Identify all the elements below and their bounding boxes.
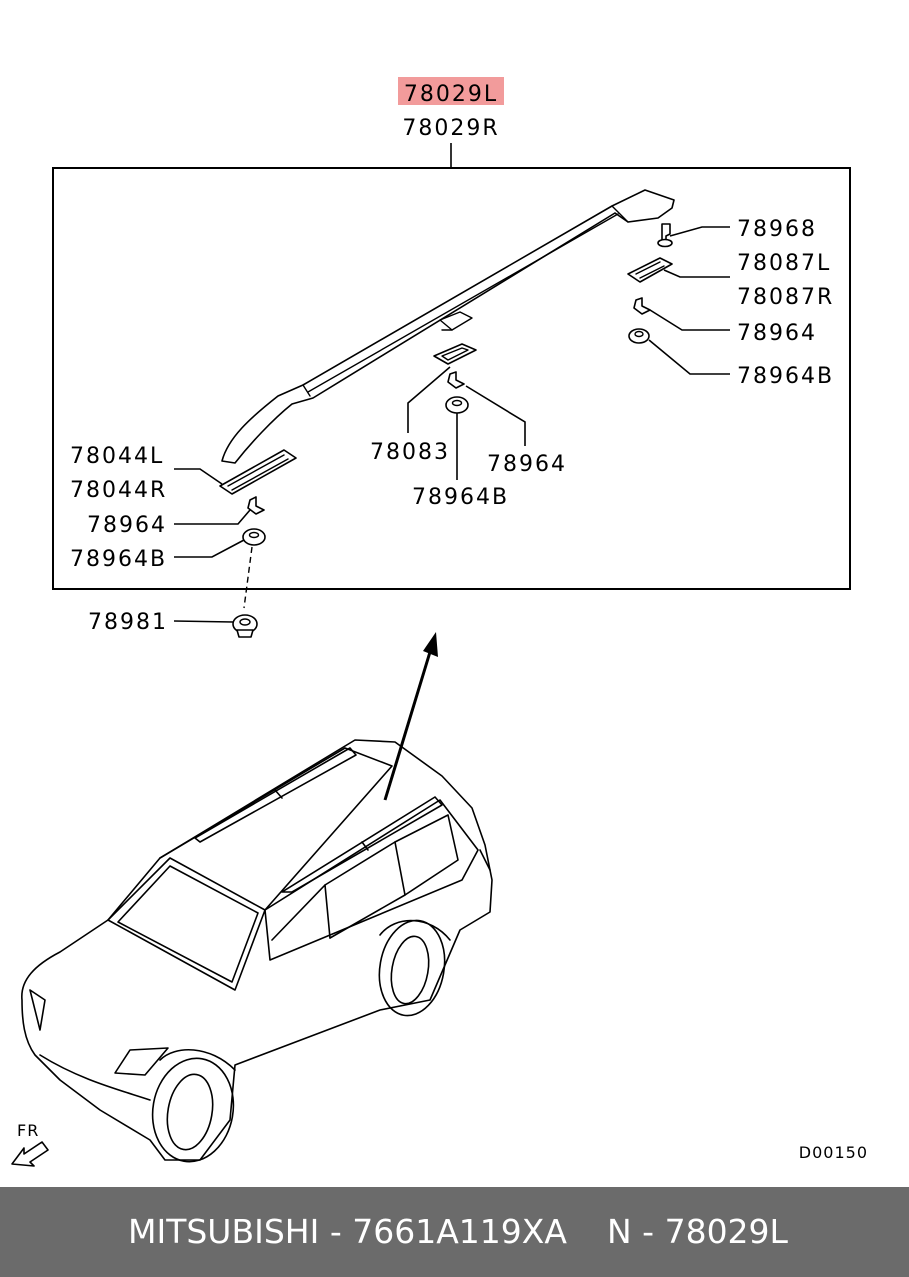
direction-label: FR [17, 1121, 39, 1140]
part-info-footer: MITSUBISHI - 7661A119XA N - 78029L [0, 1187, 909, 1277]
highlighted-part-background [398, 77, 504, 105]
callout-78981[interactable]: 78981 [88, 610, 168, 635]
parts-diagram: 78029L 78029R [11, 77, 868, 1167]
callout-78964-front[interactable]: 78964 [87, 513, 167, 538]
vehicle-outline-drawing [21, 739, 493, 1163]
callout-78964b-center[interactable]: 78964B [412, 485, 509, 510]
callout-78964b-front[interactable]: 78964B [70, 547, 167, 572]
footer-reference-number: N - 78029L [607, 1212, 788, 1251]
assembly-boundary-box [52, 167, 851, 590]
callout-78968[interactable]: 78968 [737, 217, 817, 242]
drawing-code: D00150 [799, 1143, 868, 1162]
roof-rail-drawing [221, 189, 675, 464]
footer-brand-part-number: MITSUBISHI - 7661A119XA [128, 1212, 567, 1251]
highlighted-part-number[interactable]: 78029L [404, 82, 498, 107]
direction-arrow-icon [11, 1141, 49, 1167]
center-parts-drawing [433, 343, 477, 414]
callout-78964b-rear[interactable]: 78964B [737, 364, 834, 389]
front-parts-drawing [219, 449, 297, 638]
callout-78087r[interactable]: 78087R [737, 285, 834, 310]
front-direction-indicator: FR [11, 1121, 49, 1167]
callout-78964-center[interactable]: 78964 [487, 452, 567, 477]
location-arrow [383, 632, 438, 801]
rear-parts-drawing [627, 223, 673, 344]
callout-78083[interactable]: 78083 [370, 440, 450, 465]
callout-leaders [173, 226, 730, 623]
callout-78087l[interactable]: 78087L [737, 251, 831, 276]
callout-78044l[interactable]: 78044L [70, 444, 164, 469]
callout-78964-rear[interactable]: 78964 [737, 321, 817, 346]
part-number-78029r[interactable]: 78029R [402, 116, 499, 141]
callout-78044r[interactable]: 78044R [70, 478, 167, 503]
